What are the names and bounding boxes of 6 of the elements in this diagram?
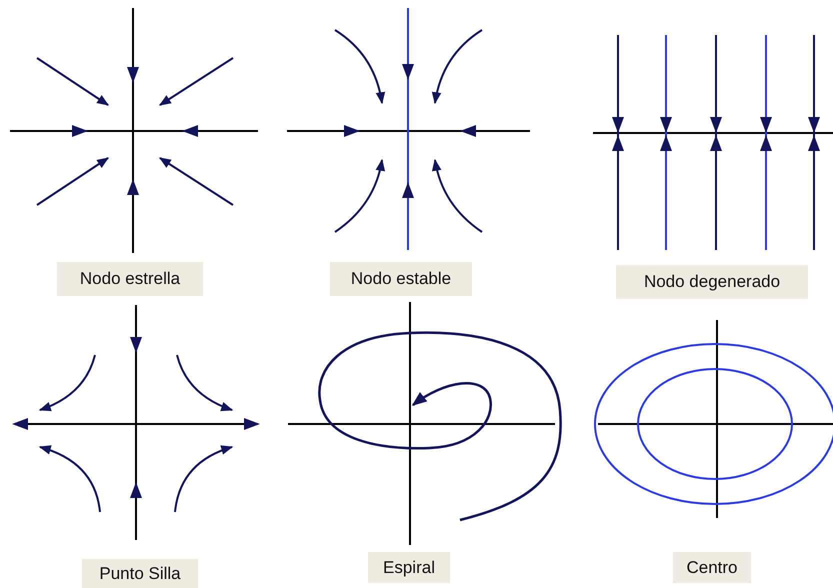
caption-label: Nodo estrella bbox=[57, 262, 203, 296]
caption-label: Centro bbox=[673, 552, 751, 583]
caption-label: Nodo estable bbox=[330, 262, 472, 296]
caption-label: Nodo degenerado bbox=[616, 265, 808, 299]
caption-label: Punto Silla bbox=[82, 559, 198, 588]
caption-label: Espiral bbox=[368, 552, 450, 583]
